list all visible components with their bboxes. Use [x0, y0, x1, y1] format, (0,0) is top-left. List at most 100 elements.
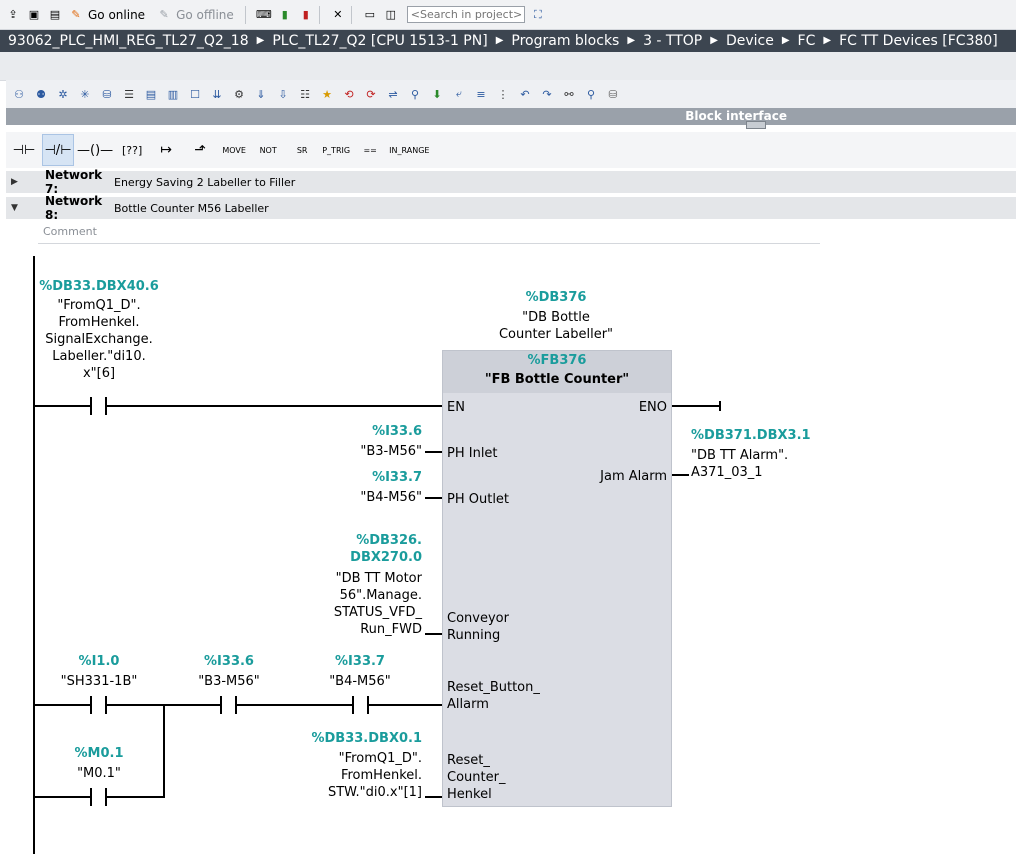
network-comment-field[interactable]: Comment: [38, 222, 820, 244]
split-horizontal-icon[interactable]: ▭: [364, 8, 375, 21]
close-branch-button[interactable]: ⬏: [194, 141, 206, 158]
wire: [425, 451, 442, 453]
structure-icon[interactable]: ≡: [476, 87, 486, 101]
cross-reference-icon[interactable]: ✕: [333, 8, 343, 21]
go-offline-button[interactable]: Go offline: [176, 7, 234, 22]
compare-icon[interactable]: ⇌: [388, 87, 398, 101]
operand-address[interactable]: %DB326. DBX270.0: [350, 533, 422, 565]
no-contact[interactable]: [220, 696, 237, 714]
favorites-star-icon[interactable]: ★: [322, 87, 332, 101]
operand-tag[interactable]: "B3-M56": [360, 444, 422, 459]
in-range-button[interactable]: IN_RANGE: [389, 145, 430, 155]
operand-tag[interactable]: "SH331-1B": [60, 674, 138, 689]
open-branch-button[interactable]: ↦: [160, 141, 173, 158]
operand-tag[interactable]: "FromQ1_D". FromHenkel. SignalExchange. …: [45, 298, 153, 381]
network-8-header[interactable]: ▼ Network 8: Bottle Counter M56 Labeller: [6, 194, 1016, 222]
monitoring-icon[interactable]: ⚲: [586, 87, 596, 101]
breadcrumb-fc[interactable]: FC: [797, 33, 816, 49]
breadcrumb-ttop[interactable]: 3 - TTOP: [643, 33, 703, 49]
operand-address[interactable]: %I33.6: [204, 654, 254, 669]
breadcrumb-device[interactable]: Device: [725, 33, 774, 49]
expand-icon[interactable]: ▶: [11, 177, 18, 187]
collapse-icon[interactable]: ▼: [11, 203, 18, 213]
operand-address[interactable]: %DB33.DBX40.6: [39, 279, 159, 294]
monitor-off-icon[interactable]: ⚉: [36, 87, 46, 101]
breadcrumb-block[interactable]: FC TT Devices [FC380]: [839, 33, 998, 49]
operand-address[interactable]: %DB371.DBX3.1: [691, 428, 811, 443]
pin-en: EN: [447, 400, 465, 415]
operand-address[interactable]: %I1.0: [78, 654, 120, 669]
no-contact[interactable]: [90, 696, 107, 714]
block-delete-icon[interactable]: ⛁: [102, 87, 112, 101]
sr-button[interactable]: SR: [296, 145, 308, 155]
absolute-operands-icon[interactable]: ⇩: [278, 87, 288, 101]
search-input[interactable]: [406, 6, 525, 23]
toolbar-separator: [244, 5, 246, 24]
fb-bottle-counter-box[interactable]: %FB376 "FB Bottle Counter" EN ENO PH Inl…: [442, 350, 672, 807]
move-button[interactable]: MOVE: [222, 145, 246, 155]
go-online-icon[interactable]: ✎: [71, 8, 81, 21]
open-all-icon[interactable]: ⚙: [234, 87, 244, 101]
operand-address[interactable]: %I33.7: [372, 470, 422, 485]
breadcrumb-project[interactable]: 93062_PLC_HMI_REG_TL27_Q2_18: [8, 33, 249, 49]
operand-tag[interactable]: "M0.1": [77, 766, 121, 781]
search-go-icon[interactable]: ⛶: [533, 7, 542, 21]
delete-network-icon[interactable]: ▥: [167, 87, 179, 101]
breadcrumb-program-blocks[interactable]: Program blocks: [511, 33, 620, 49]
block-interface-bar[interactable]: Block interface: [6, 108, 1016, 129]
list-down-icon[interactable]: ⇊: [212, 87, 222, 101]
stop-cpu-icon[interactable]: ▮: [302, 8, 309, 21]
close-all-icon[interactable]: ⇓: [256, 87, 266, 101]
operand-tag[interactable]: "DB TT Motor 56".Manage. STATUS_VFD_ Run…: [333, 571, 422, 637]
split-vertical-icon[interactable]: ◫: [385, 8, 396, 21]
go-online-button[interactable]: Go online: [88, 7, 146, 22]
coil-button[interactable]: —()—: [77, 142, 114, 158]
no-contact-button[interactable]: ⊣⊢: [12, 142, 36, 158]
next-network-icon[interactable]: ↷: [542, 87, 552, 101]
favorites-icon[interactable]: ☷: [300, 87, 310, 101]
compile-icon[interactable]: ⚲: [410, 87, 420, 101]
download-icon[interactable]: ▤: [49, 8, 61, 21]
no-contact[interactable]: [90, 397, 107, 415]
operand-address[interactable]: %DB33.DBX0.1: [311, 731, 422, 746]
not-button[interactable]: NOT: [259, 145, 277, 155]
monitor-icon[interactable]: ⚇: [14, 87, 24, 101]
database-icon[interactable]: ⛁: [608, 87, 618, 101]
operand-tag[interactable]: "B4-M56": [329, 674, 391, 689]
glasses-icon[interactable]: ⚯: [564, 87, 574, 101]
no-contact[interactable]: [90, 788, 107, 806]
operand-tag[interactable]: "DB TT Alarm". A371_03_1: [691, 448, 789, 480]
comment-icon[interactable]: ☐: [190, 87, 200, 101]
snapshot-load-icon[interactable]: ✳: [80, 87, 90, 101]
breadcrumb-cpu[interactable]: PLC_TL27_Q2 [CPU 1513-1 PN]: [272, 33, 488, 49]
operand-address[interactable]: %I33.7: [335, 654, 385, 669]
tree-icon[interactable]: ⋮: [497, 87, 509, 101]
accessible-devices-icon[interactable]: ⌨: [255, 8, 272, 21]
compare-equal-button[interactable]: ==: [363, 145, 377, 155]
go-to-error-icon[interactable]: ⟲: [344, 87, 354, 101]
operand-address[interactable]: %I33.6: [372, 424, 422, 439]
upload-icon[interactable]: ⇪: [8, 8, 18, 21]
network-list-icon[interactable]: ☰: [124, 87, 134, 101]
instance-db-address[interactable]: %DB376: [525, 290, 587, 305]
network-7-header[interactable]: ▶ Network 7: Energy Saving 2 Labeller to…: [6, 168, 1016, 196]
breadcrumb-arrow-icon: ▶: [495, 35, 504, 46]
insert-network-icon[interactable]: ▤: [145, 87, 157, 101]
call-hierarchy-icon[interactable]: ⤶: [455, 87, 463, 100]
nc-contact-button[interactable]: ⊣/⊢: [42, 134, 74, 166]
operand-tag[interactable]: "B3-M56": [198, 674, 260, 689]
instance-db-tag[interactable]: "DB Bottle Counter Labeller": [498, 310, 614, 342]
splitter-handle[interactable]: [746, 121, 766, 129]
start-cpu-icon[interactable]: ▮: [281, 8, 288, 21]
previous-network-icon[interactable]: ↶: [520, 87, 530, 101]
snapshot-icon[interactable]: ✲: [58, 87, 68, 101]
operand-tag[interactable]: "B4-M56": [360, 490, 422, 505]
operand-address[interactable]: %M0.1: [74, 746, 124, 761]
next-error-icon[interactable]: ⟳: [366, 87, 376, 101]
operand-tag[interactable]: "FromQ1_D". FromHenkel. STW."di0.x"[1]: [327, 751, 422, 800]
no-contact[interactable]: [352, 696, 369, 714]
empty-box-button[interactable]: [??]: [122, 143, 143, 157]
save-icon[interactable]: ▣: [28, 8, 40, 21]
p-trig-button[interactable]: P_TRIG: [322, 145, 351, 155]
download-block-icon[interactable]: ⬇: [432, 87, 442, 101]
